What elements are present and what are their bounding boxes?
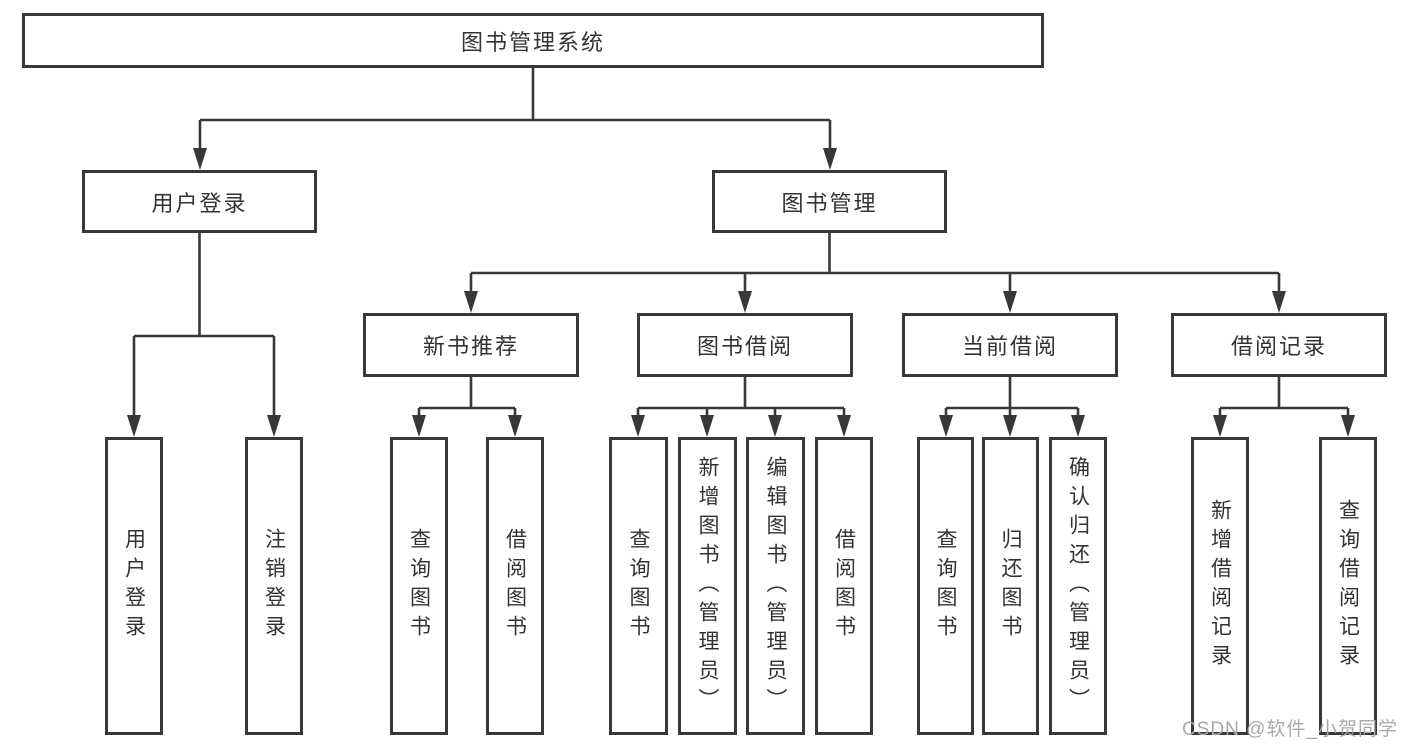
node-current-borrowing-label: 当前借阅 xyxy=(961,334,1058,359)
leaf-add-book-admin-label: 新增图书（管理员） xyxy=(696,455,720,717)
node-new-book-recommend-label: 新书推荐 xyxy=(422,334,519,359)
leaf-add-borrow-record: 新增借阅记录 xyxy=(1191,437,1249,735)
leaf-edit-book-admin-label: 编辑图书（管理员） xyxy=(764,455,788,717)
arrowhead xyxy=(939,415,953,437)
leaf-add-book-admin: 新增图书（管理员） xyxy=(678,437,737,735)
arrowhead xyxy=(1213,415,1227,437)
leaf-query-books-borrow-label: 查询图书 xyxy=(627,528,651,644)
connector-user-login-branch xyxy=(132,233,276,416)
leaf-user-login: 用户登录 xyxy=(105,437,163,735)
watermark: CSDN @软件_小贺同学 xyxy=(1182,719,1398,740)
leaf-return-books-label: 归还图书 xyxy=(999,528,1023,644)
node-root-label: 图书管理系统 xyxy=(460,29,605,55)
arrowhead xyxy=(738,291,752,313)
arrowhead xyxy=(837,415,851,437)
arrowhead xyxy=(412,415,426,437)
connector-new-book-branch xyxy=(417,377,517,416)
node-user-login: 用户登录 xyxy=(82,170,317,233)
arrowhead xyxy=(823,148,837,170)
arrowhead xyxy=(700,415,714,437)
leaf-query-borrow-record-label: 查询借阅记录 xyxy=(1336,499,1360,673)
arrowhead xyxy=(193,148,207,170)
arrowhead xyxy=(267,415,281,437)
arrowhead xyxy=(768,415,782,437)
arrowhead xyxy=(1071,415,1085,437)
leaf-edit-book-admin: 编辑图书（管理员） xyxy=(746,437,805,735)
node-root: 图书管理系统 xyxy=(22,13,1044,68)
node-book-borrowing: 图书借阅 xyxy=(637,313,853,377)
node-borrowing-records: 借阅记录 xyxy=(1171,313,1387,377)
connector-book-management-branch xyxy=(469,233,1281,292)
leaf-borrow-books-recommend: 借阅图书 xyxy=(486,437,544,735)
arrowhead xyxy=(1003,291,1017,313)
node-user-login-label: 用户登录 xyxy=(151,190,248,216)
leaf-confirm-return-admin: 确认归还（管理员） xyxy=(1049,437,1107,735)
arrowhead xyxy=(464,291,478,313)
leaf-return-books: 归还图书 xyxy=(982,437,1039,735)
node-new-book-recommend: 新书推荐 xyxy=(363,313,579,377)
connector-current-borrow-branch xyxy=(944,377,1080,416)
leaf-user-login-label: 用户登录 xyxy=(122,528,146,644)
arrowhead xyxy=(1003,415,1017,437)
arrowhead xyxy=(1272,291,1286,313)
node-book-borrowing-label: 图书借阅 xyxy=(696,334,793,359)
leaf-logout: 注销登录 xyxy=(245,437,303,735)
arrowheads xyxy=(127,148,1355,437)
leaf-logout-label: 注销登录 xyxy=(262,528,286,644)
node-book-management: 图书管理 xyxy=(712,170,947,233)
leaf-query-books-recommend: 查询图书 xyxy=(390,437,448,735)
leaf-query-books-borrow: 查询图书 xyxy=(609,437,668,735)
node-borrowing-records-label: 借阅记录 xyxy=(1230,334,1327,359)
leaf-add-borrow-record-label: 新增借阅记录 xyxy=(1208,499,1232,673)
connector-book-borrow-branch xyxy=(636,377,846,416)
leaf-borrow-books: 借阅图书 xyxy=(815,437,873,735)
node-current-borrowing: 当前借阅 xyxy=(902,313,1118,377)
arrowhead xyxy=(1341,415,1355,437)
leaf-query-books-current-label: 查询图书 xyxy=(934,528,958,644)
arrowhead xyxy=(127,415,141,437)
leaf-borrow-books-recommend-label: 借阅图书 xyxy=(503,528,527,644)
leaf-query-books-current: 查询图书 xyxy=(917,437,974,735)
leaf-query-borrow-record: 查询借阅记录 xyxy=(1319,437,1377,735)
arrowhead xyxy=(631,415,645,437)
node-book-management-label: 图书管理 xyxy=(781,190,878,216)
leaf-query-books-recommend-label: 查询图书 xyxy=(407,528,431,644)
leaf-confirm-return-admin-label: 确认归还（管理员） xyxy=(1066,455,1090,717)
leaf-borrow-books-label: 借阅图书 xyxy=(832,528,856,644)
arrowhead xyxy=(508,415,522,437)
connector-borrow-record-branch xyxy=(1218,377,1350,416)
connector-root-to-level2 xyxy=(198,68,832,150)
